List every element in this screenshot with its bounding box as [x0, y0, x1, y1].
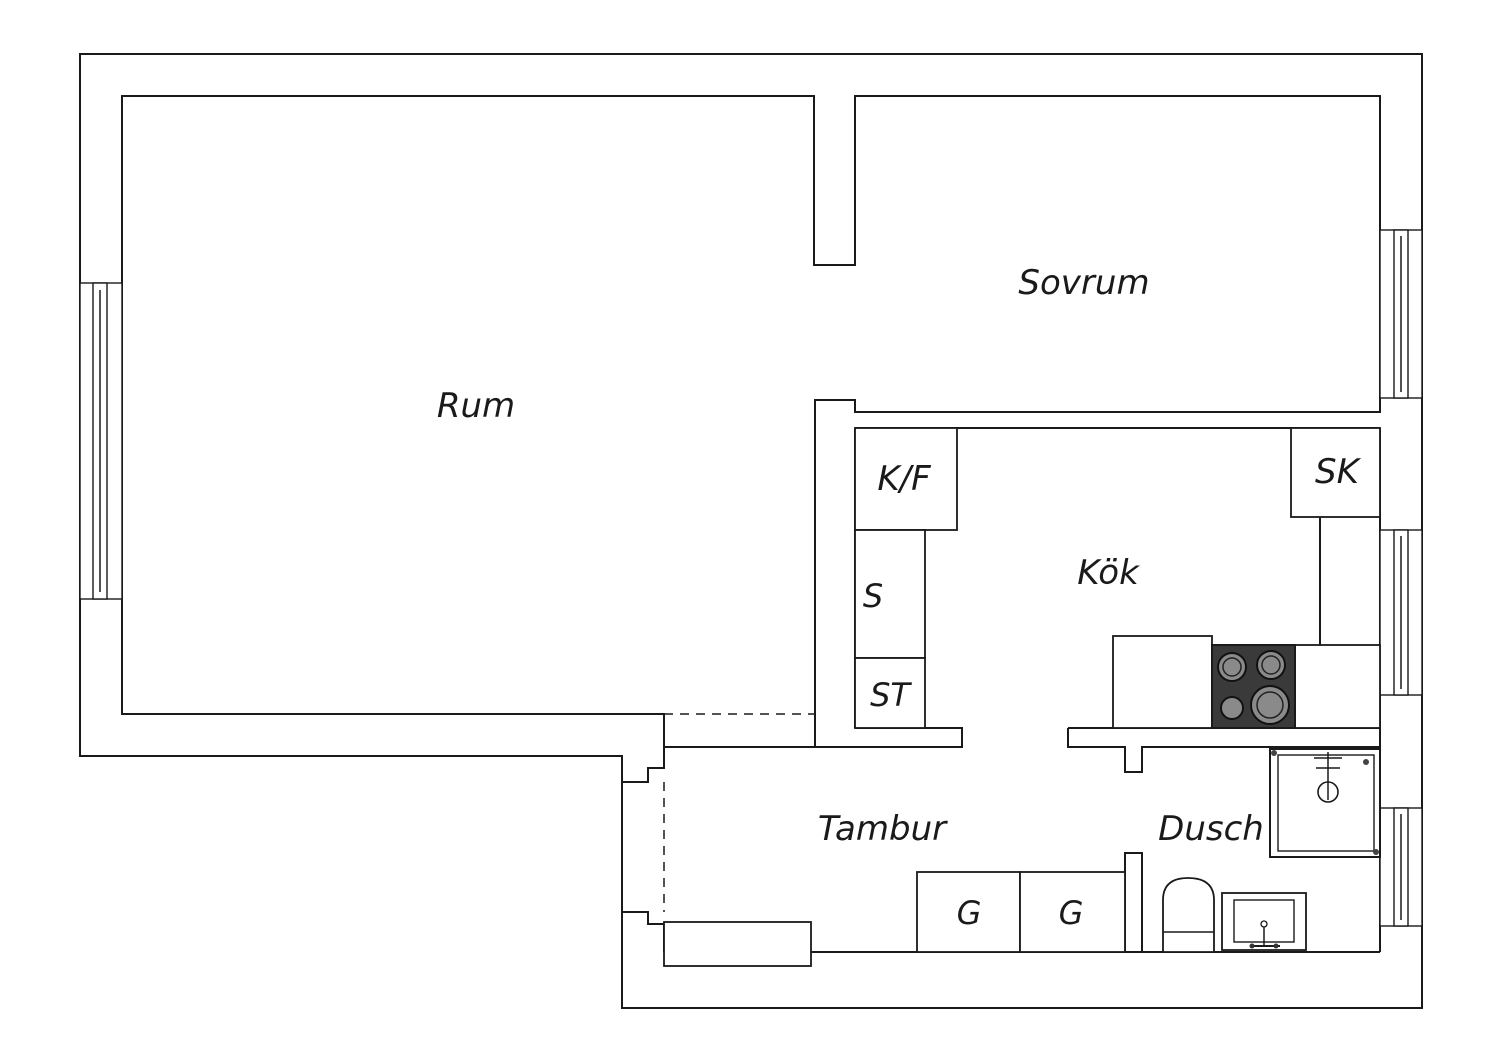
shower [1269, 748, 1381, 858]
fixture-label-kf: K/F [877, 459, 931, 499]
fixture-label-g-1: G [957, 894, 982, 932]
room-label-tambur: Tambur [818, 809, 948, 849]
wardrobe-g-1 [916, 871, 1021, 953]
stove [1211, 644, 1296, 729]
window-dusch [1379, 807, 1423, 927]
fixture-label-st: ST [870, 676, 912, 714]
counter-right [1294, 644, 1381, 729]
hall-bench [663, 921, 812, 967]
room-label-sovrum: Sovrum [1018, 263, 1149, 303]
toilet [1162, 877, 1215, 953]
fridge-freezer [854, 427, 958, 531]
window-sovrum [1379, 229, 1423, 399]
window-left [79, 282, 123, 600]
window-kok [1379, 529, 1423, 696]
cabinet-st [854, 657, 926, 729]
room-label-rum: Rum [437, 386, 515, 426]
wardrobe-g-2 [1019, 871, 1126, 953]
room-label-kok: Kök [1077, 553, 1140, 593]
outer-walls [79, 53, 1423, 1009]
counter-left [1112, 635, 1213, 729]
fixture-label-g-2: G [1059, 894, 1084, 932]
fixture-label-s: S [863, 577, 883, 615]
sink [1221, 892, 1307, 951]
closet-sk [1290, 427, 1381, 518]
room-label-dusch: Dusch [1158, 809, 1264, 849]
fixture-label-sk: SK [1315, 452, 1362, 492]
